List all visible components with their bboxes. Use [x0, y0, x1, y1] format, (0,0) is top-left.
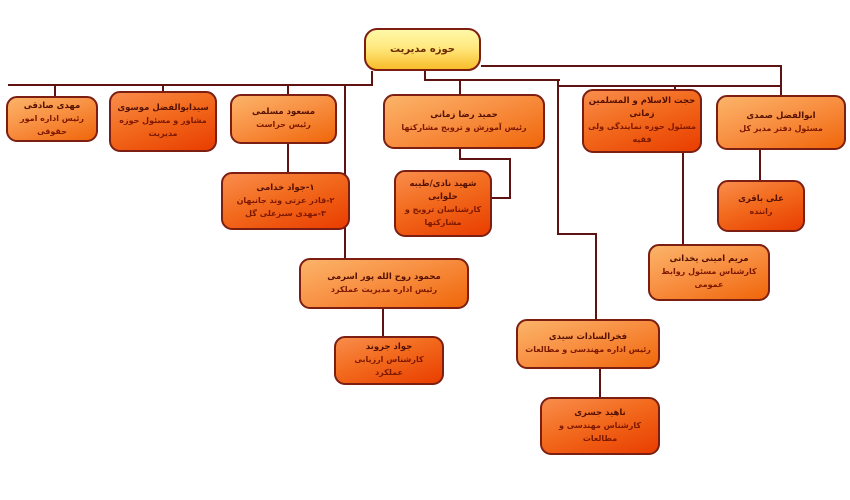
- org-node-zamani-hamidreza: حمید رضا زمانی رئیس آموزش و ترویج مشارکت…: [383, 94, 545, 149]
- org-node-samadi: ابوالفضل صمدی مسئول دفتر مدیر کل: [716, 95, 846, 150]
- connector-line: [8, 84, 373, 86]
- org-node-khoddami-list: ۱-جواد خدامی ۲-قادر عزتی وند جانبهان ۳-م…: [221, 172, 350, 230]
- person-title: رئیس اداره مدیریت عملکرد: [330, 284, 438, 294]
- person-title: کارشناسان ترویج و مشارکتها: [404, 204, 482, 227]
- org-node-root: حوزه مدیریت: [364, 28, 481, 71]
- connector-line: [759, 150, 761, 180]
- connector-line: [481, 65, 782, 67]
- connector-line: [371, 71, 373, 84]
- connector-line: [780, 65, 782, 95]
- connector-line: [557, 233, 597, 235]
- person-name: علی باقری: [738, 194, 784, 205]
- org-node-sadeghi: مهدی صادقی رئیس اداره امور حقوقی: [6, 96, 98, 142]
- connector-line: [599, 369, 601, 397]
- person-title: مسئول حوزه نمایندگی ولی فقیه: [588, 122, 696, 145]
- org-node-mousavi: سیدابوالفضل موسوی مشاور و مسئول حوزه مدی…: [109, 91, 217, 152]
- connector-line: [674, 85, 676, 91]
- person-name: جواد جروند: [365, 342, 413, 353]
- connector-line: [459, 79, 461, 94]
- person-name: مسعود مسلمی: [251, 107, 316, 118]
- org-node-amini-yakhdani: مریم امینی یخدانی کارشناس مسئول روابط عم…: [648, 244, 770, 301]
- person-title: کارشناس مهندسی و مطالعات: [558, 420, 642, 443]
- org-node-jarvand: جواد جروند کارشناس ارزیابی عملکرد: [334, 336, 444, 385]
- connector-line: [459, 149, 461, 158]
- org-node-pour-asrami: محمود روح الله پور اسرمی رئیس اداره مدیر…: [299, 258, 469, 309]
- connector-line: [509, 158, 511, 199]
- org-node-seyedi: فخرالسادات سیدی رئیس اداره مهندسی و مطال…: [516, 319, 660, 369]
- connector-line: [382, 309, 384, 336]
- connector-line: [287, 144, 289, 172]
- person-name: ۱-جواد خدامی: [256, 182, 315, 193]
- connector-line: [459, 158, 511, 160]
- connector-line: [424, 79, 560, 81]
- person-title: ۲-قادر عزتی وند جانبهان ۳-مهدی سبزعلی گل: [236, 195, 335, 218]
- person-name: حجت الاسلام و المسلمین زمانی: [588, 96, 696, 120]
- org-node-jasri: ناهید جسری کارشناس مهندسی و مطالعات: [540, 397, 660, 455]
- person-title: رئیس آموزش و ترویج مشارکتها: [401, 122, 527, 132]
- person-name: مهدی صادقی: [23, 100, 81, 111]
- connector-line: [682, 153, 684, 244]
- person-title: کارشناس ارزیابی عملکرد: [354, 355, 424, 378]
- person-title: رئیس اداره مهندسی و مطالعات: [525, 345, 651, 355]
- connector-line: [162, 84, 164, 91]
- person-title: مشاور و مسئول حوزه مدیریت: [119, 116, 207, 139]
- person-title: مسئول دفتر مدیر کل: [739, 123, 823, 133]
- person-name: محمود روح الله پور اسرمی: [327, 271, 441, 282]
- connector-line: [54, 84, 56, 96]
- org-node-nadi-halvaei: شهید نادی/طیبه حلوایی کارشناسان ترویج و …: [394, 170, 492, 237]
- person-title: رئیس حراست: [256, 120, 311, 130]
- person-name: مریم امینی یخدانی: [669, 254, 749, 265]
- org-node-bagheri: علی باقری راننده: [717, 180, 805, 232]
- org-node-zamani-hojjat: حجت الاسلام و المسلمین زمانی مسئول حوزه …: [582, 89, 702, 153]
- connector-line: [558, 85, 782, 87]
- person-name: شهید نادی/طیبه حلوایی: [409, 178, 477, 202]
- connector-line: [557, 79, 559, 233]
- person-name: فخرالسادات سیدی: [548, 332, 628, 343]
- org-node-moslemi: مسعود مسلمی رئیس حراست: [230, 94, 337, 144]
- person-name: سیدابوالفضل موسوی: [117, 103, 209, 114]
- person-name: حمید رضا زمانی: [430, 109, 498, 120]
- person-name: ناهید جسری: [574, 407, 626, 418]
- connector-line: [344, 84, 346, 258]
- person-name: ابوالفضل صمدی: [746, 110, 816, 121]
- person-title: راننده: [749, 207, 773, 217]
- connector-line: [424, 71, 426, 79]
- connector-line: [595, 233, 597, 319]
- person-title: رئیس اداره امور حقوقی: [20, 113, 84, 136]
- connector-line: [490, 197, 511, 199]
- unit-title: حوزه مدیریت: [390, 43, 455, 55]
- person-title: کارشناس مسئول روابط عمومی: [661, 267, 757, 290]
- connector-line: [287, 84, 289, 94]
